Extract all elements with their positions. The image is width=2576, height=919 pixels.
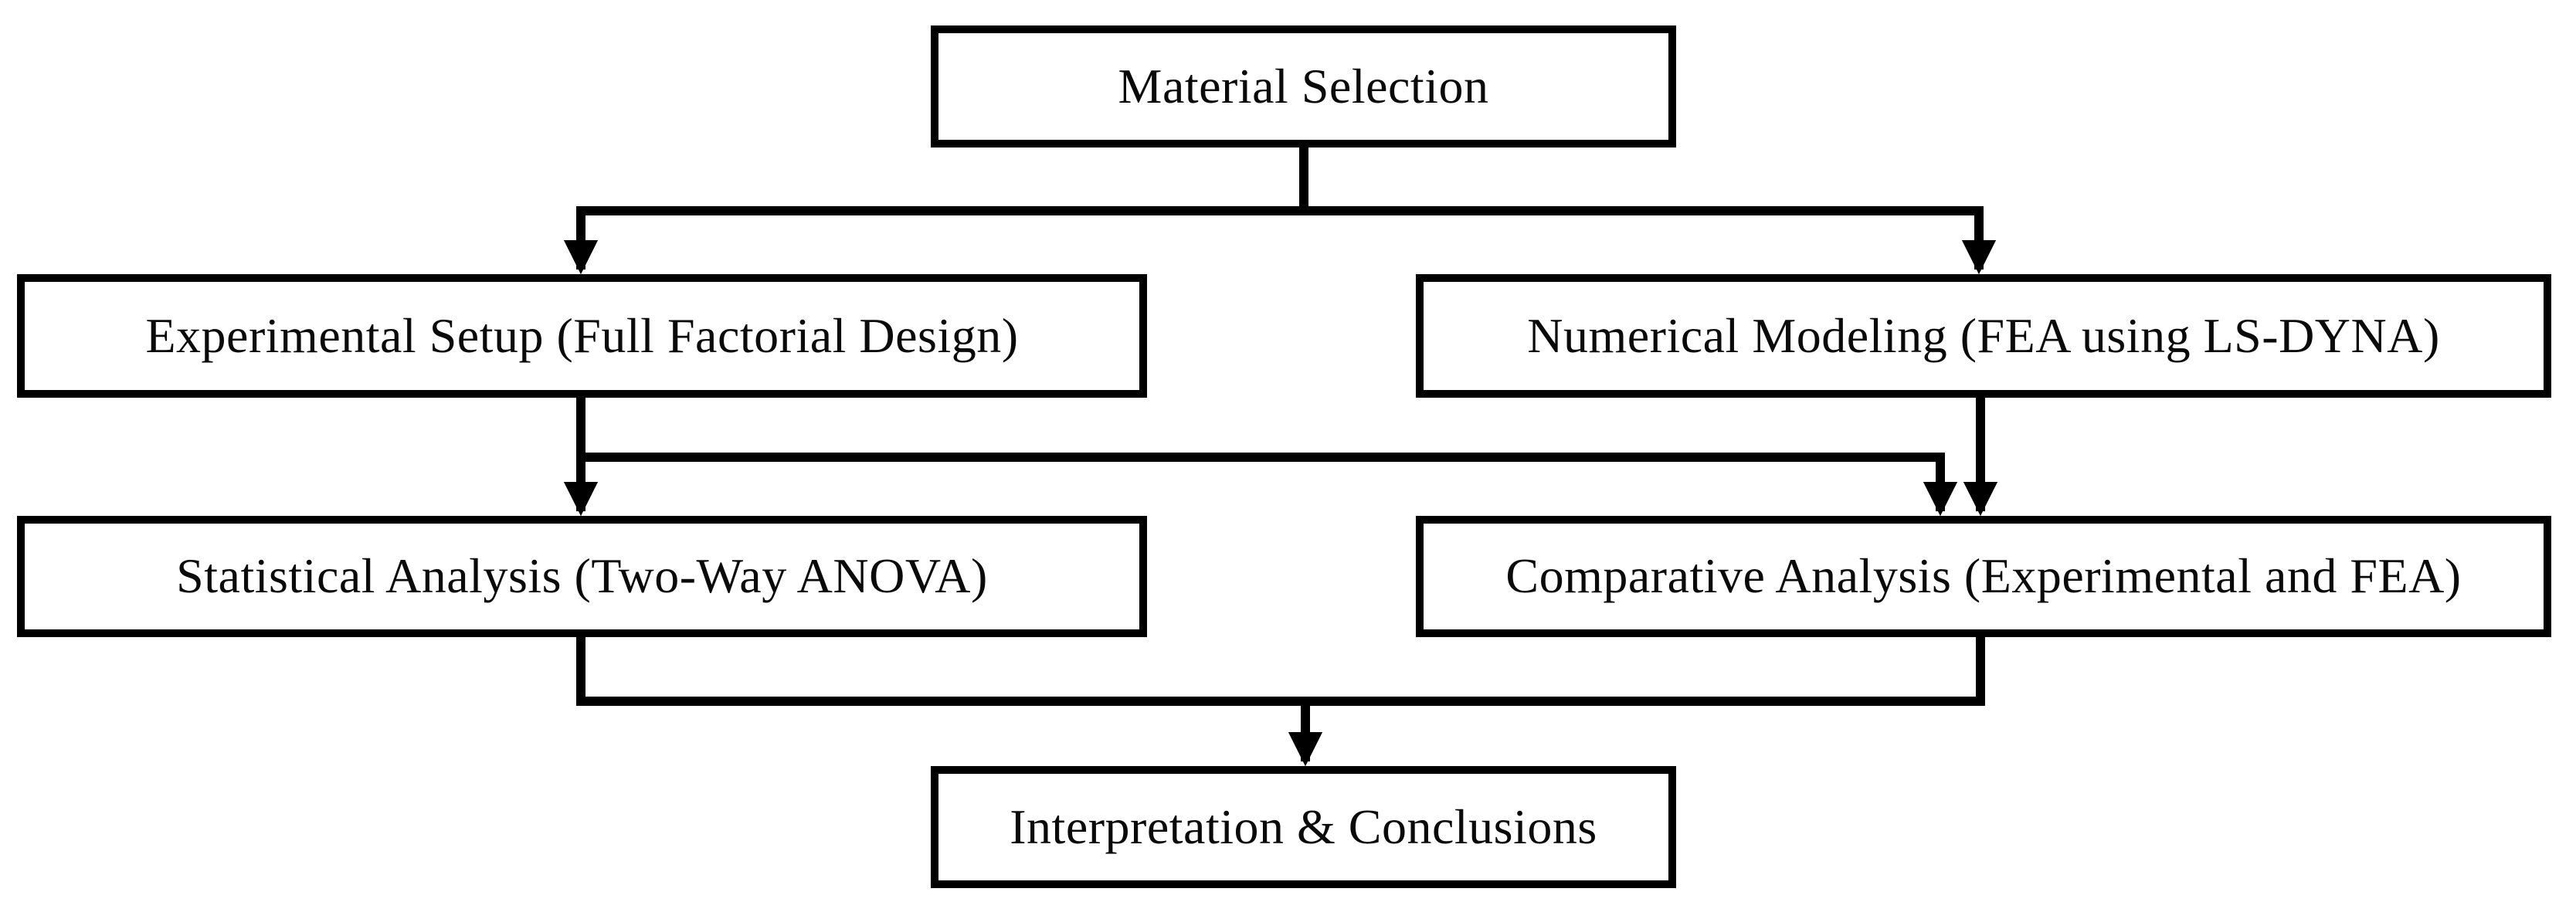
- node-experimental-setup: Experimental Setup (Full Factorial Desig…: [17, 274, 1147, 398]
- edge-statistical-join: [576, 637, 1310, 706]
- edge-material-to-numerical: [1304, 206, 1997, 275]
- node-numerical-modeling-label: Numerical Modeling (FEA using LS-DYNA): [1527, 307, 2440, 363]
- edge-comparative-join: [1301, 637, 1985, 706]
- node-experimental-setup-label: Experimental Setup (Full Factorial Desig…: [145, 307, 1019, 363]
- node-interpretation-conclusions-label: Interpretation & Conclusions: [1010, 799, 1597, 854]
- edge-experimental-to-comparative: [581, 453, 1958, 517]
- node-statistical-analysis-label: Statistical Analysis (Two-Way ANOVA): [176, 548, 988, 604]
- node-numerical-modeling: Numerical Modeling (FEA using LS-DYNA): [1416, 274, 2551, 398]
- node-material-selection-label: Material Selection: [1118, 58, 1489, 114]
- node-comparative-analysis: Comparative Analysis (Experimental and F…: [1416, 516, 2551, 637]
- node-interpretation-conclusions: Interpretation & Conclusions: [931, 766, 1676, 888]
- edge-material-to-experimental: [563, 206, 1304, 275]
- node-material-selection: Material Selection: [931, 25, 1676, 148]
- node-statistical-analysis: Statistical Analysis (Two-Way ANOVA): [17, 516, 1147, 637]
- node-comparative-analysis-label: Comparative Analysis (Experimental and F…: [1505, 548, 2462, 604]
